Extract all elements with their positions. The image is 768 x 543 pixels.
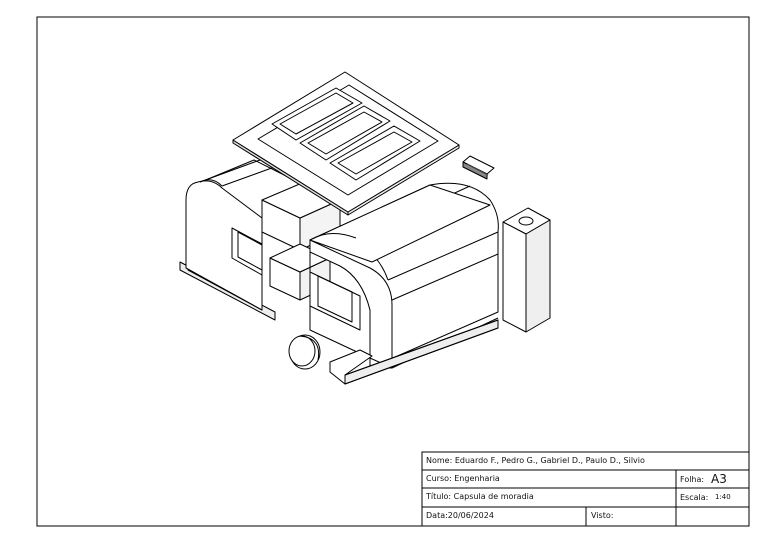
right-base-plate — [329, 319, 499, 385]
title-block-escala-value: 1:40 — [715, 493, 731, 501]
title-block-grid — [421, 451, 750, 527]
right-module-top — [309, 184, 491, 263]
title-block-folha-label: Folha: — [680, 475, 705, 484]
small-bracket — [462, 155, 495, 180]
title-block-visto: Visto: — [591, 511, 614, 520]
sheet-border — [36, 16, 750, 527]
title-block-folha-value: A3 — [711, 472, 727, 486]
roof-panel — [232, 71, 460, 216]
capsule-isometric-drawing — [179, 71, 551, 385]
title-block-curso: Curso: Engenharia — [426, 474, 500, 483]
title-block-titulo: Título: Capsula de moradia — [426, 492, 534, 501]
tall-column — [502, 207, 551, 333]
title-block-data: Data:20/06/2024 — [426, 511, 494, 520]
wheel — [288, 334, 321, 370]
title-block-nome: Nome: Eduardo F., Pedro G., Gabriel D., … — [426, 456, 645, 465]
title-block-escala-label: Escala: — [680, 493, 709, 502]
